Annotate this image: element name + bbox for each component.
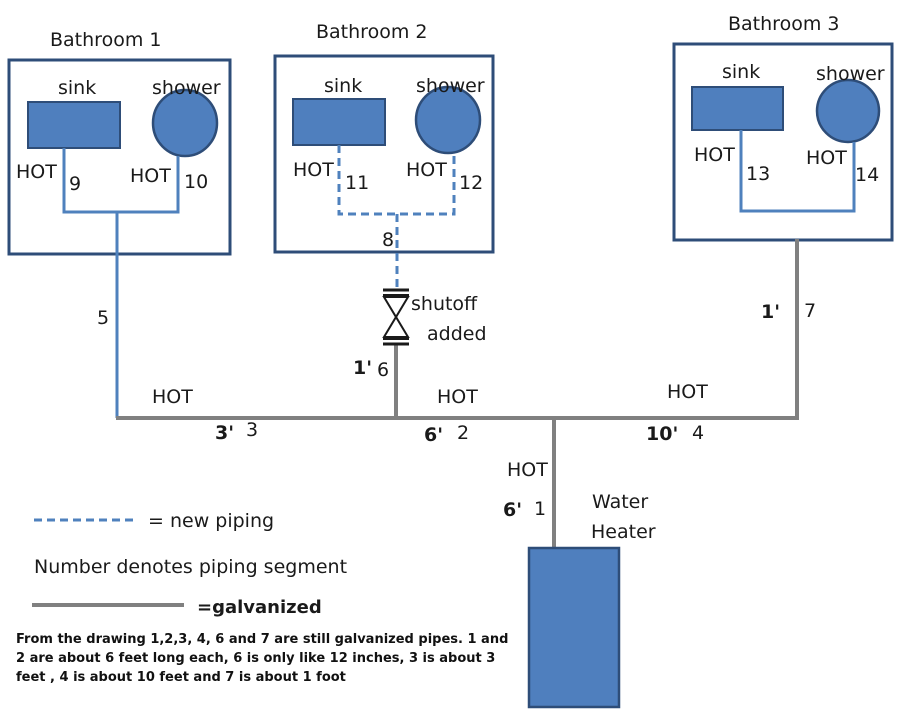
bathroom-3-shower-hot: HOT [806,147,847,169]
segment-3-label: 3 [246,419,258,441]
segment-7-length: 1' [761,301,780,323]
bathroom-1-box [7,58,232,256]
segment-9-label: 9 [69,173,81,195]
segment-8-label: 8 [382,229,394,251]
bathroom-3-box [672,42,894,242]
hot-label-left: HOT [152,386,193,408]
legend-segment-note: Number denotes piping segment [34,556,347,578]
segment-11-label: 11 [345,172,369,194]
hot-label-right: HOT [667,381,708,403]
hot-label-heater: HOT [507,459,548,481]
water-heater [527,546,621,709]
segment-7-label: 7 [804,300,816,322]
bathroom-1-sink [27,101,121,149]
segment-12-label: 12 [459,172,483,194]
water-heater-label-line2: Heater [591,521,656,543]
water-heater-label-line1: Water [592,491,648,513]
segment-14-label: 14 [855,164,879,186]
segment-3-length: 3' [215,422,234,444]
bathroom-1-shower-label: shower [152,77,221,99]
bathroom-3-branch-pipe [739,130,856,213]
legend-new-piping-label: = new piping [148,510,274,532]
segment-6-label: 6 [377,359,389,381]
bathroom-2-box [273,54,495,254]
bathroom-1-title: Bathroom 1 [50,29,161,51]
description-note: From the drawing 1,2,3, 4, 6 and 7 are s… [16,632,509,685]
bathroom-1-shower-hot: HOT [130,165,171,187]
bathroom-3-shower [815,78,881,144]
hot-label-middle: HOT [437,386,478,408]
bathroom-2-new-branch-pipe [337,145,456,216]
segment-13-label: 13 [746,163,770,185]
bathroom-2-title: Bathroom 2 [316,21,427,43]
bathroom-3-sink-hot: HOT [694,144,735,166]
bathroom-3-title: Bathroom 3 [728,13,839,35]
segment-4-length: 10' [646,423,678,445]
legend-galvanized-label: =galvanized [197,597,322,618]
bathroom-1-sink-label: sink [58,77,96,99]
bathroom-2-shower-hot: HOT [406,159,447,181]
bathroom-3-sink-label: sink [722,61,760,83]
segment-4-label: 4 [692,422,704,444]
bathroom-3-shower-label: shower [816,63,885,85]
segment-6-length: 1' [353,357,372,379]
segment-2-length: 6' [424,424,443,446]
bathroom-1-shower [151,88,219,158]
bathroom-2-shower [414,85,482,155]
bathroom-2-shower-label: shower [416,75,485,97]
bathroom-2-sink-hot: HOT [293,159,334,181]
segment-2-label: 2 [457,422,469,444]
segment-1-length: 6' [503,499,522,521]
bathroom-1-branch-pipe [62,148,180,214]
bathroom-2-sink-label: sink [324,75,362,97]
segment-5-label: 5 [97,307,109,329]
shutoff-label-line1: shutoff [411,293,478,315]
bathroom-3-sink [691,86,784,131]
segment-1-label: 1 [534,498,546,520]
bathroom-1-sink-hot: HOT [16,161,57,183]
shutoff-valve [382,288,410,346]
segment-10-label: 10 [184,171,208,193]
shutoff-label-line2: added [427,323,487,345]
bathroom-2-sink [292,98,386,146]
